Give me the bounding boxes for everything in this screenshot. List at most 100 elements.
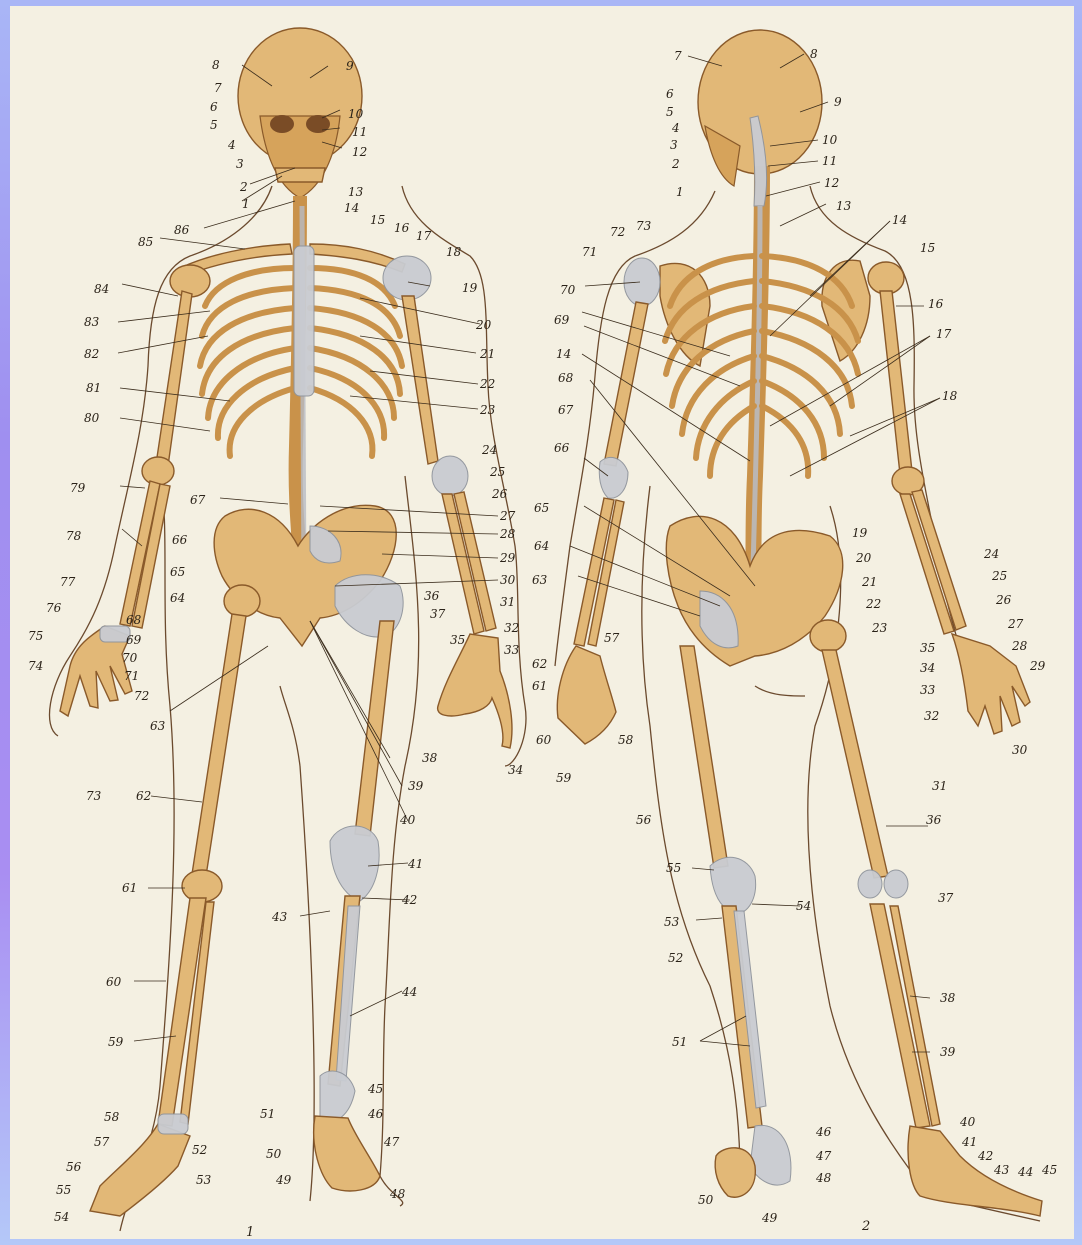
- anterior-label-58: 58: [104, 1110, 120, 1124]
- posterior-label-3: 3: [670, 138, 678, 152]
- posterior-skeleton: 1 2 3 4 5 6 7 8 9 10 11 12 13 14 15 16 1…: [532, 30, 1057, 1234]
- anterior-label-59: 59: [108, 1035, 124, 1049]
- anterior-right-arm: [383, 256, 512, 748]
- posterior-label-30: 30: [1012, 743, 1028, 757]
- anterior-label-37: 37: [430, 607, 446, 621]
- anterior-label-61: 61: [122, 881, 137, 895]
- anterior-label-13: 13: [348, 185, 364, 199]
- anterior-label-67: 67: [190, 493, 206, 507]
- anterior-label-33: 33: [504, 643, 520, 657]
- posterior-label-66: 66: [554, 441, 570, 455]
- anterior-label-22: 22: [479, 377, 495, 391]
- posterior-label-52: 52: [668, 951, 683, 965]
- anterior-label-14: 14: [344, 201, 359, 215]
- anterior-label-73: 73: [86, 789, 102, 803]
- anterior-label-42: 42: [401, 893, 417, 907]
- anterior-label-23: 23: [479, 403, 496, 417]
- anterior-label-54: 54: [54, 1210, 69, 1224]
- posterior-label-69: 69: [554, 313, 570, 327]
- posterior-label-14-left: 14: [556, 347, 571, 361]
- posterior-label-41: 41: [961, 1135, 977, 1149]
- anterior-label-11: 11: [352, 125, 367, 139]
- posterior-label-23: 23: [871, 621, 888, 635]
- posterior-label-71: 71: [582, 245, 597, 259]
- posterior-label-53: 53: [664, 915, 680, 929]
- panel-number-anterior: 1: [246, 1225, 254, 1239]
- anterior-label-38: 38: [422, 751, 438, 765]
- anatomy-plate: 1 2 3 4 5 6 7 8 9 10 11 12 13 14 15 16 1…: [10, 6, 1074, 1239]
- anterior-label-78: 78: [66, 529, 82, 543]
- anterior-label-80: 80: [84, 411, 100, 425]
- posterior-label-4: 4: [671, 121, 680, 135]
- anterior-label-83: 83: [84, 315, 100, 329]
- anterior-label-5: 5: [210, 118, 218, 132]
- anterior-label-47: 47: [383, 1135, 400, 1149]
- anterior-label-70: 70: [122, 651, 138, 665]
- anterior-label-2: 2: [239, 180, 248, 194]
- posterior-label-11: 11: [822, 154, 837, 168]
- anterior-label-32: 32: [504, 621, 519, 635]
- anterior-label-84: 84: [94, 282, 109, 296]
- anterior-label-17: 17: [416, 229, 432, 243]
- posterior-label-13: 13: [836, 199, 852, 213]
- anterior-label-12: 12: [352, 145, 367, 159]
- anterior-label-25: 25: [489, 465, 505, 479]
- anterior-label-36: 36: [424, 589, 440, 603]
- anterior-label-9: 9: [346, 59, 354, 73]
- posterior-label-51: 51: [672, 1035, 687, 1049]
- posterior-label-6: 6: [666, 87, 674, 101]
- anterior-label-55: 55: [56, 1183, 71, 1197]
- posterior-label-26: 26: [995, 593, 1012, 607]
- skeleton-diagram: 1 2 3 4 5 6 7 8 9 10 11 12 13 14 15 16 1…: [10, 6, 1074, 1239]
- posterior-label-48: 48: [815, 1171, 832, 1185]
- anterior-label-6: 6: [210, 100, 218, 114]
- posterior-label-35: 35: [920, 641, 935, 655]
- posterior-label-2: 2: [671, 157, 680, 171]
- posterior-label-39: 39: [940, 1045, 956, 1059]
- anterior-label-46: 46: [367, 1107, 384, 1121]
- posterior-label-20: 20: [855, 551, 872, 565]
- posterior-label-49: 49: [761, 1211, 778, 1225]
- posterior-label-61: 61: [532, 679, 547, 693]
- posterior-label-58: 58: [618, 733, 634, 747]
- posterior-label-44: 44: [1017, 1165, 1033, 1179]
- posterior-label-21: 21: [861, 575, 877, 589]
- posterior-label-29: 29: [1029, 659, 1046, 673]
- posterior-label-68: 68: [558, 371, 574, 385]
- posterior-label-33: 33: [920, 683, 936, 697]
- anterior-label-69: 69: [126, 633, 142, 647]
- posterior-label-50: 50: [698, 1193, 714, 1207]
- anterior-label-24: 24: [481, 443, 497, 457]
- posterior-label-43: 43: [993, 1163, 1010, 1177]
- anterior-label-21: 21: [479, 347, 495, 361]
- anterior-label-40: 40: [399, 813, 416, 827]
- anterior-label-49: 49: [275, 1173, 292, 1187]
- posterior-label-9: 9: [834, 95, 842, 109]
- posterior-label-22: 22: [865, 597, 881, 611]
- anterior-label-4: 4: [227, 138, 236, 152]
- posterior-left-leg: [680, 646, 791, 1197]
- anterior-label-39: 39: [408, 779, 424, 793]
- anterior-label-57: 57: [94, 1135, 110, 1149]
- posterior-label-14: 14: [892, 213, 907, 227]
- posterior-label-40: 40: [959, 1115, 976, 1129]
- posterior-label-56: 56: [636, 813, 652, 827]
- anterior-label-75: 75: [28, 629, 43, 643]
- posterior-label-32: 32: [924, 709, 939, 723]
- anterior-label-19: 19: [462, 281, 478, 295]
- posterior-label-65: 65: [534, 501, 549, 515]
- jaw-teeth: [275, 168, 325, 182]
- anterior-label-27: 27: [499, 509, 516, 523]
- posterior-label-45: 45: [1041, 1163, 1057, 1177]
- posterior-label-60: 60: [536, 733, 552, 747]
- anterior-label-43: 43: [271, 910, 288, 924]
- anterior-label-1: 1: [242, 197, 250, 211]
- posterior-label-42: 42: [977, 1149, 993, 1163]
- posterior-label-7: 7: [674, 49, 682, 63]
- anterior-label-3: 3: [236, 157, 244, 171]
- anterior-label-15: 15: [370, 213, 385, 227]
- posterior-label-28: 28: [1011, 639, 1028, 653]
- posterior-label-47: 47: [815, 1149, 832, 1163]
- anterior-label-53: 53: [196, 1173, 212, 1187]
- anterior-label-64: 64: [170, 591, 185, 605]
